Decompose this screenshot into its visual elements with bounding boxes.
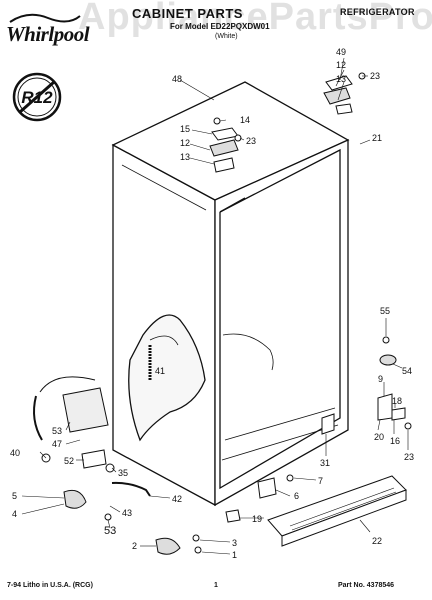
model-subtitle: For Model ED22PQXDW01 xyxy=(170,22,270,31)
callout-42: 42 xyxy=(172,494,182,504)
color-note: (White) xyxy=(215,33,238,40)
hinge-31 xyxy=(321,413,335,435)
callout-1: 1 xyxy=(232,550,237,560)
callout-13-top-right: 13 xyxy=(336,74,346,84)
brand-logo: Whirlpool xyxy=(6,22,90,46)
callout-15: 15 xyxy=(180,124,190,134)
callout-23-left: 23 xyxy=(246,136,256,146)
callout-48: 48 xyxy=(172,74,182,84)
callout-2: 2 xyxy=(132,541,137,551)
category-label: REFRIGERATOR xyxy=(340,7,415,17)
rollers-6-7 xyxy=(257,474,294,499)
top-hinge-right xyxy=(323,72,366,115)
callout-23-right: 23 xyxy=(404,452,414,462)
callout-5-left: 5 xyxy=(12,491,17,501)
bottom-left-parts xyxy=(41,449,241,555)
callout-20: 20 xyxy=(374,432,384,442)
callout-12-top-right: 12 xyxy=(336,60,346,70)
callout-4: 4 xyxy=(12,509,17,519)
callout-54: 54 xyxy=(402,366,412,376)
callout-52: 52 xyxy=(64,456,74,466)
callout-19: 19 xyxy=(252,514,262,524)
callout-22: 22 xyxy=(372,536,382,546)
callout-16: 16 xyxy=(390,436,400,446)
kick-plate-grille xyxy=(267,475,407,547)
callout-41: 41 xyxy=(155,366,165,376)
callout-35: 35 xyxy=(118,468,128,478)
callout-21: 21 xyxy=(372,133,382,143)
callout-14: 14 xyxy=(240,115,250,125)
callout-40: 40 xyxy=(10,448,20,458)
callout-23-top-right: 23 xyxy=(370,71,380,81)
callout-31: 31 xyxy=(320,458,330,468)
r12-badge-icon: R12 xyxy=(12,72,62,122)
callout-47: 47 xyxy=(52,439,62,449)
badge-text: R12 xyxy=(21,88,53,107)
page-title: CABINET PARTS xyxy=(132,6,243,21)
top-hinge-left xyxy=(209,117,242,173)
callout-7: 7 xyxy=(318,476,323,486)
callout-53-left: 53 xyxy=(52,426,62,436)
print-note: 7-94 Litho in U.S.A. (RCG) xyxy=(7,582,93,589)
leader-lines xyxy=(21,57,409,555)
callout-12-left: 12 xyxy=(180,138,190,148)
callout-55: 55 xyxy=(380,306,390,316)
page-number: 1 xyxy=(214,582,218,589)
callout-13-left: 13 xyxy=(180,152,190,162)
callout-49: 49 xyxy=(336,47,346,57)
callout-18: 18 xyxy=(392,396,402,406)
part-number: Part No. 4378546 xyxy=(338,582,395,589)
leveling-leg-55 xyxy=(379,336,397,366)
whirlpool-swoosh-icon xyxy=(9,13,81,23)
relay-cover xyxy=(33,376,109,441)
callout-3: 3 xyxy=(232,538,237,548)
callout-43: 43 xyxy=(122,508,132,518)
callout-53-bottom: 53 xyxy=(104,525,116,537)
bracket-right xyxy=(377,393,412,430)
callout-6: 6 xyxy=(294,491,299,501)
callout-labels: 48 49 12 13 23 15 14 12 23 13 21 55 41 9… xyxy=(10,47,414,560)
callout-9: 9 xyxy=(378,374,383,384)
